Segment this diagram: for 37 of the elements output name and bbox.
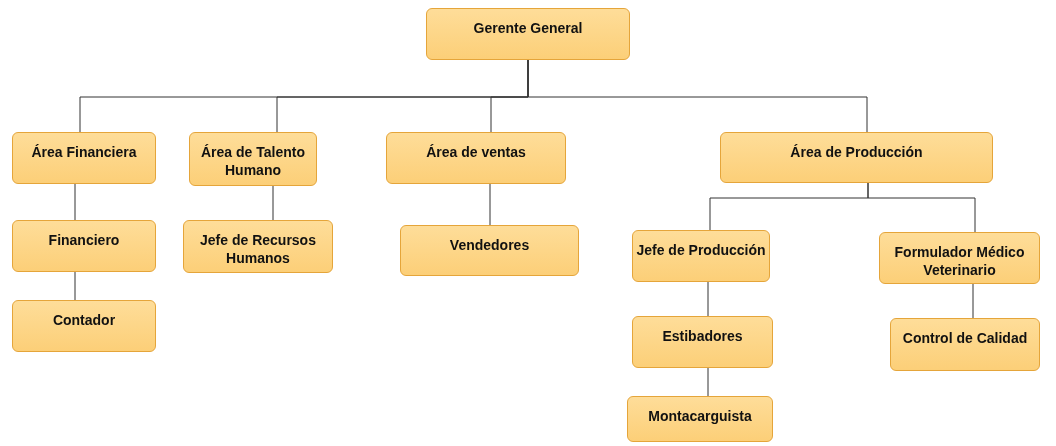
org-box <box>890 318 1040 371</box>
org-box <box>632 316 773 368</box>
role-label: Control de Calidad <box>902 329 1028 347</box>
role-label: Área de Talento Humano <box>200 143 306 179</box>
connector-line <box>867 182 976 233</box>
org-box <box>627 396 773 442</box>
org-box <box>400 225 579 276</box>
org-box <box>632 230 770 282</box>
role-label: Montacarguista <box>648 407 752 425</box>
org-box <box>183 220 333 273</box>
role-label: Contador <box>52 311 116 329</box>
org-box <box>12 300 156 352</box>
org-box <box>12 132 156 184</box>
org-box <box>12 220 156 272</box>
org-box <box>720 132 993 183</box>
role-label: Área Financiera <box>31 143 137 161</box>
connector-line <box>707 367 709 397</box>
role-label: Gerente General <box>473 19 583 37</box>
role-label: Jefe de Producción <box>636 241 766 259</box>
connector-line <box>74 183 76 221</box>
connector-line <box>527 59 868 133</box>
org-box <box>189 132 317 186</box>
role-label: Estibadores <box>662 327 743 345</box>
role-label: Jefe de Recursos Humanos <box>199 231 317 267</box>
connector-line <box>272 185 274 221</box>
role-label: Vendedores <box>449 236 530 254</box>
org-box <box>879 232 1040 284</box>
connector-line <box>74 271 76 301</box>
org-box <box>426 8 630 60</box>
connector-line <box>972 283 974 319</box>
role-label: Área de ventas <box>426 143 526 161</box>
connector-line <box>707 281 709 317</box>
role-label: Formulador Médico Veterinario <box>893 243 1026 279</box>
org-box <box>386 132 566 184</box>
connector-line <box>489 183 491 226</box>
role-label: Financiero <box>48 231 120 249</box>
role-label: Área de Producción <box>790 143 923 161</box>
